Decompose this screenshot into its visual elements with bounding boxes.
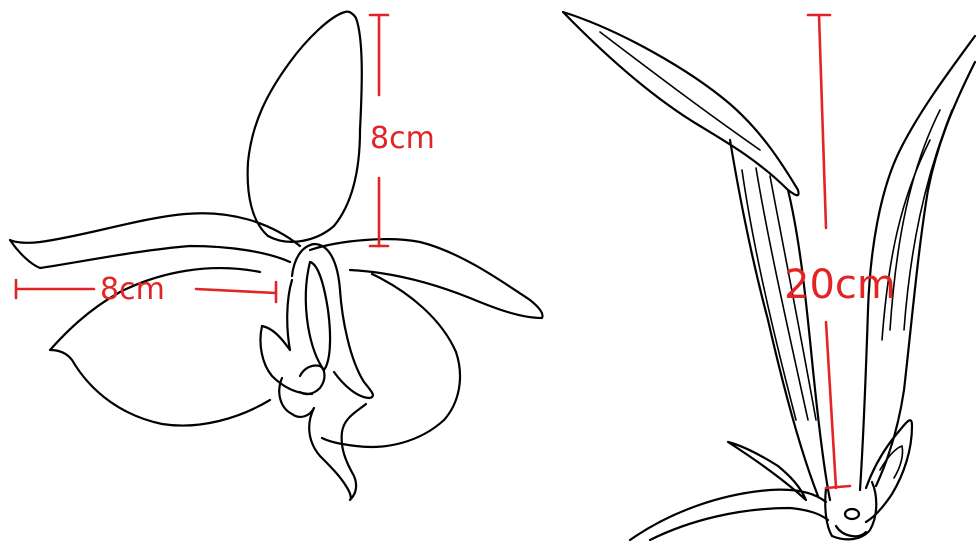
- flower-drawing: [10, 12, 543, 500]
- right-sepal: [310, 239, 543, 318]
- lip-detail: [300, 365, 325, 394]
- dorsal-sepal: [248, 12, 362, 242]
- right-sheath: [866, 420, 912, 522]
- plant-height-label: 20cm: [784, 262, 896, 308]
- flower-width-label: 8cm: [100, 272, 165, 307]
- lip-left: [260, 280, 312, 394]
- column: [292, 244, 373, 398]
- left-sepal: [10, 213, 300, 268]
- upper-leaf: [563, 12, 799, 195]
- upper-leaf-vein: [600, 32, 760, 150]
- left-leaf-back: [788, 190, 830, 500]
- column-inner: [306, 262, 330, 370]
- pseudobulb-base: [836, 526, 866, 536]
- plant-height-measure: [808, 15, 850, 488]
- plant-drawing: [563, 12, 975, 540]
- pseudobulb-eye: [845, 509, 859, 519]
- flower-height-label: 8cm: [370, 121, 435, 156]
- pseudobulb: [825, 482, 876, 539]
- right-petal: [322, 274, 460, 447]
